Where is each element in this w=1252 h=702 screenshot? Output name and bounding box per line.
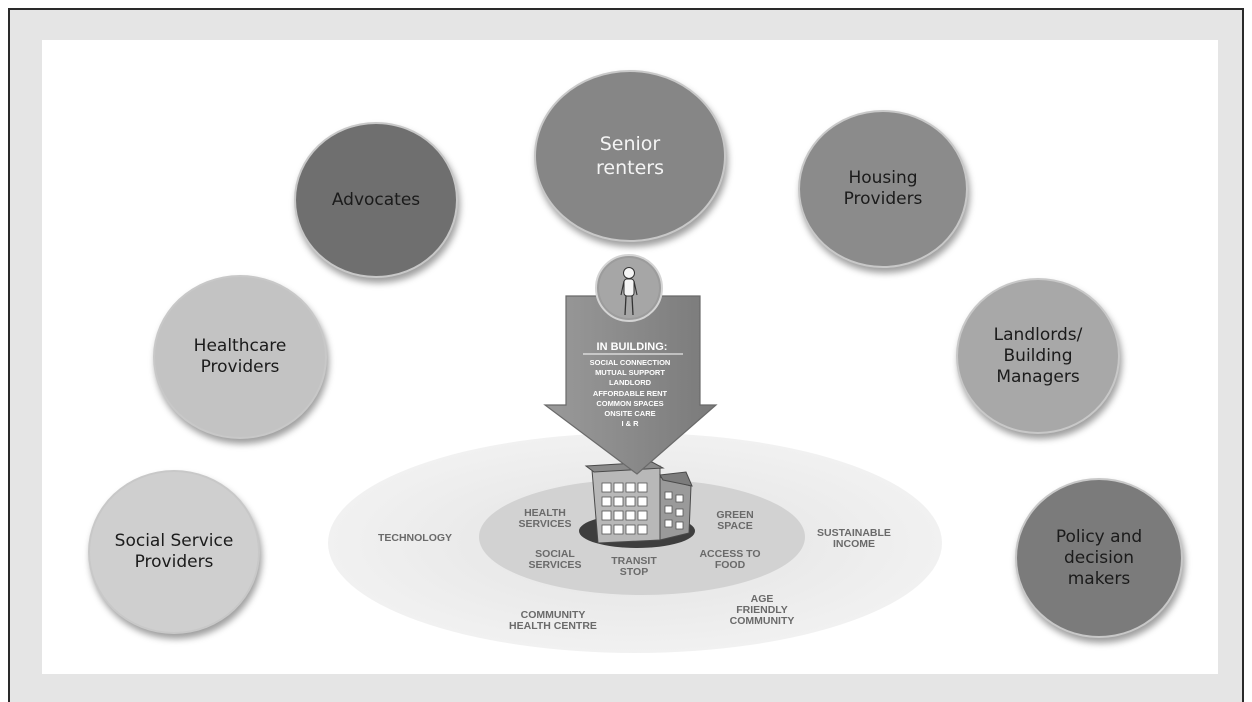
landlords-label: Landlords/ Building Managers [993, 324, 1083, 387]
advocates-label: Advocates [331, 189, 421, 210]
in-building-item: I & R [621, 419, 639, 429]
person-icon [599, 258, 659, 318]
age-friendly-community-label: AGE FRIENDLY COMMUNITY [729, 593, 795, 627]
social-service-circle: Social Service Providers [88, 470, 260, 634]
policy-circle: Policy and decision makers [1015, 478, 1183, 638]
technology-label: TECHNOLOGY [377, 532, 453, 544]
in-building-item: LANDLORD [608, 378, 652, 388]
housing-providers-label: Housing Providers [843, 168, 923, 209]
green-space-label: GREEN SPACE [716, 509, 754, 532]
in-building-item: AFFORDABLE RENT [592, 388, 668, 398]
transit-stop-label: TRANSIT STOP [611, 555, 657, 578]
building-icon [584, 461, 693, 544]
health-services-label: HEALTH SERVICES [518, 507, 572, 530]
policy-label: Policy and decision makers [1055, 526, 1143, 589]
in-building-item: ONSITE CARE [604, 409, 656, 419]
in-building-item: SOCIAL CONNECTION [589, 358, 671, 367]
landlords-circle: Landlords/ Building Managers [956, 278, 1120, 434]
in-building-list: SOCIAL CONNECTION MUTUAL SUPPORT LANDLOR… [578, 358, 682, 429]
senior-renters-circle: Senior renters [534, 70, 726, 242]
social-services-label: SOCIAL SERVICES [528, 548, 582, 571]
in-building-item: MUTUAL SUPPORT [595, 368, 665, 378]
healthcare-providers-circle: Healthcare Providers [153, 275, 327, 439]
healthcare-providers-label: Healthcare Providers [193, 336, 287, 377]
advocates-circle: Advocates [294, 122, 458, 278]
housing-providers-circle: Housing Providers [798, 110, 968, 268]
community-health-centre-label: COMMUNITY HEALTH CENTRE [509, 609, 597, 632]
sustainable-income-label: SUSTAINABLE INCOME [817, 527, 891, 550]
in-building-title: IN BUILDING: [596, 341, 668, 353]
in-building-item: COMMON SPACES [596, 398, 664, 408]
access-to-food-label: ACCESS TO FOOD [699, 548, 761, 571]
senior-renters-label: Senior renters [596, 133, 664, 179]
in-building-arrow [543, 295, 718, 475]
social-service-label: Social Service Providers [114, 531, 234, 572]
